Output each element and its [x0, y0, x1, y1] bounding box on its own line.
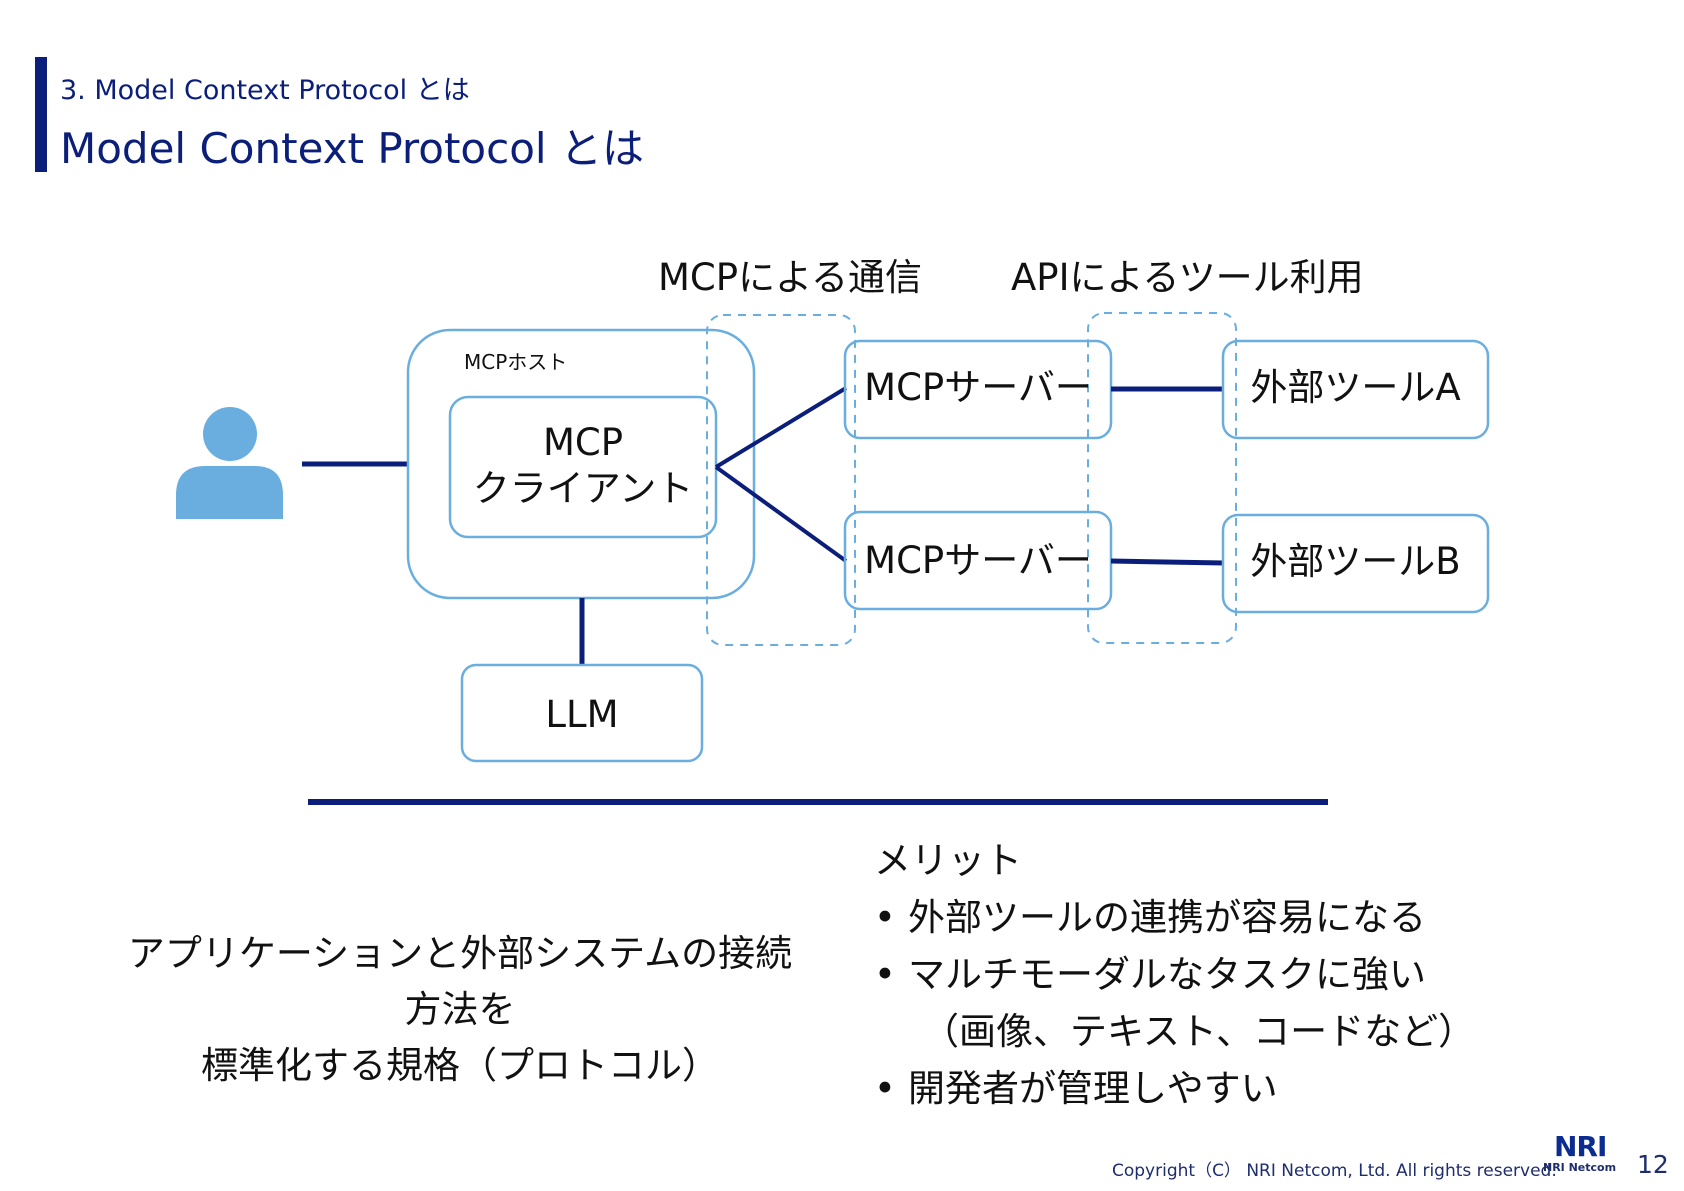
title-accent-bar: [35, 57, 47, 172]
llm-box: [460, 663, 704, 763]
mcp-client-label-line1: MCP: [542, 421, 624, 464]
mcp-host-box: [406, 328, 756, 600]
external-tool-b-label: 外部ツールB: [1250, 540, 1461, 583]
external-tool-b-box: [1221, 513, 1490, 614]
external-tool-a-box: [1221, 339, 1490, 440]
client-server-2-connector: [714, 465, 848, 563]
logo-company-name: NRI Netcom: [1543, 1161, 1617, 1174]
merit-item-3: • 開発者が管理しやすい: [874, 1060, 1475, 1117]
mcp-server-label-1: MCPサーバー: [864, 366, 1092, 409]
mcp-server-label-2: MCPサーバー: [864, 539, 1092, 582]
merit-item-1: • 外部ツールの連携が容易になる: [874, 889, 1475, 946]
merit-text-3: 開発者が管理しやすい: [908, 1067, 1278, 1110]
copyright: Copyright（C） NRI Netcom, Ltd. All rights…: [1112, 1161, 1557, 1181]
user-icon: [176, 407, 283, 519]
breadcrumb: 3. Model Context Protocol とは: [60, 75, 470, 106]
merit-text-2: マルチモーダルなタスクに強い: [908, 953, 1426, 996]
logo-mark: NRI: [1554, 1130, 1607, 1163]
section-divider: [308, 799, 1328, 805]
page-title: Model Context Protocol とは: [60, 124, 644, 173]
bullet-icon: •: [874, 896, 896, 939]
summary-line-2: 標準化する規格（プロトコル）: [201, 1044, 719, 1087]
merits-section: メリット • 外部ツールの連携が容易になる • マルチモーダルなタスクに強い （…: [874, 832, 1475, 1117]
summary-text: アプリケーションと外部システムの接続方法を 標準化する規格（プロトコル）: [120, 926, 800, 1094]
merit-text-2-detail: （画像、テキスト、コードなど）: [922, 1010, 1476, 1053]
merits-title: メリット: [874, 839, 1022, 882]
client-server-1-connector: [714, 386, 848, 469]
api-tool-use-zone: [1087, 312, 1237, 644]
llm-label: LLM: [545, 693, 619, 736]
nri-netcom-logo: NRI NRI Netcom: [1543, 1130, 1619, 1174]
summary-line-1: アプリケーションと外部システムの接続方法を: [127, 932, 793, 1031]
merit-item-2-detail: （画像、テキスト、コードなど）: [874, 1003, 1475, 1060]
mcp-host-label: MCPホスト: [464, 350, 568, 374]
bullet-icon: •: [874, 953, 896, 996]
mcp-server-box-2: [843, 510, 1113, 611]
bullet-icon: •: [874, 1067, 896, 1110]
api-tool-use-label: APIによるツール利用: [1011, 256, 1364, 299]
mcp-client-label-line2: クライアント: [472, 467, 694, 510]
page-number: 12: [1637, 1150, 1669, 1179]
merit-text-1: 外部ツールの連携が容易になる: [908, 896, 1426, 939]
external-tool-a-label: 外部ツールA: [1250, 366, 1461, 409]
mcp-communication-zone: [706, 314, 856, 646]
merit-item-2: • マルチモーダルなタスクに強い: [874, 946, 1475, 1003]
server-tool-b-connector: [1110, 558, 1225, 566]
mcp-communication-label: MCPによる通信: [658, 256, 922, 299]
